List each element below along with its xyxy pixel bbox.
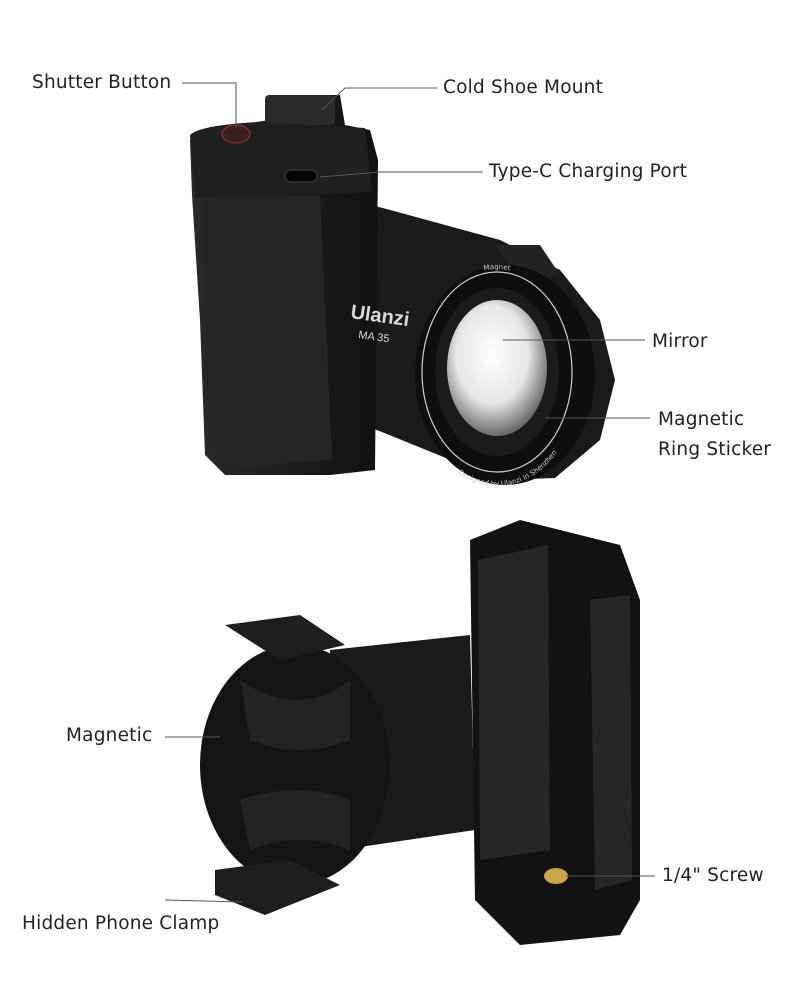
hidden-phone-clamp xyxy=(215,860,340,915)
leader-type-c xyxy=(319,171,483,178)
label-type-c-port: Type-C Charging Port xyxy=(489,161,688,182)
model-mark: MA 35 xyxy=(358,329,391,345)
leader-lines xyxy=(164,82,655,903)
leader-shutter xyxy=(182,82,237,128)
grip-texture-side xyxy=(590,595,632,890)
magnetic-plate xyxy=(200,645,390,885)
label-magnetic-ring-line1: Magnetic xyxy=(658,409,745,430)
label-magnetic-ring-line2: Ring Sticker xyxy=(658,439,772,460)
clamp-tab xyxy=(495,245,560,280)
label-mirror: Mirror xyxy=(652,331,708,352)
ring-text-top-path: Magnet xyxy=(483,263,511,272)
label-magnetic: Magnetic xyxy=(66,725,153,746)
mirror xyxy=(447,300,547,436)
type-c-port xyxy=(284,169,318,183)
label-cold-shoe-mount: Cold Shoe Mount xyxy=(443,77,604,98)
grip-back-view xyxy=(200,520,640,945)
grip-front-view: Magnet Designed by Ulanzi in Shenzhen Ul… xyxy=(190,95,615,488)
leader-cold-shoe xyxy=(321,87,437,111)
label-shutter-button: Shutter Button xyxy=(32,72,172,93)
magnetic-ring-sticker xyxy=(421,271,573,473)
textured-grip xyxy=(205,195,332,468)
top-clamp-jaw xyxy=(225,615,345,660)
ring-text-top: Magnet xyxy=(483,263,511,272)
cold-shoe-mount xyxy=(265,95,335,125)
label-hidden-phone-clamp: Hidden Phone Clamp xyxy=(22,913,220,934)
quarter-inch-screw xyxy=(544,868,568,884)
leader-hidden-clamp xyxy=(164,899,243,903)
label-screw: 1/4" Screw xyxy=(662,865,764,886)
grip-texture-front xyxy=(478,545,550,860)
